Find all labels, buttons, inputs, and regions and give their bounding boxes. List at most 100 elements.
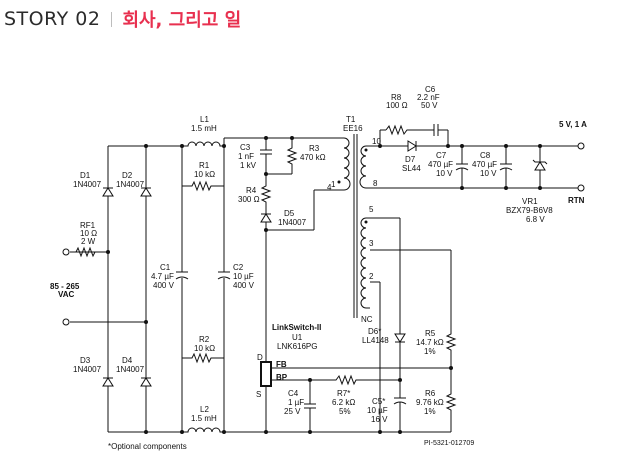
label-D1: D1 bbox=[80, 171, 91, 180]
label-C1-value: 4.7 µF bbox=[151, 272, 174, 281]
label-C4-value: 1 µF bbox=[288, 398, 304, 407]
label-D5-part: 1N4007 bbox=[278, 218, 307, 227]
controller-feedback: LinkSwitch-II U1 LNK616PG D FB BP S C4 1… bbox=[224, 218, 457, 434]
label-RF1-value: 10 Ω bbox=[80, 229, 97, 238]
label-L2: L2 bbox=[200, 405, 209, 414]
label-ac-range: 85 - 265 bbox=[50, 282, 80, 291]
clamp-network: C3 1 nF 1 kV R3 470 kΩ R4 300 Ω D5 1N400… bbox=[223, 136, 337, 362]
label-R3-value: 470 kΩ bbox=[300, 153, 326, 162]
label-R2-value: 10 kΩ bbox=[194, 344, 215, 353]
pin-2: 2 bbox=[369, 272, 374, 281]
diode-D4 bbox=[140, 377, 152, 387]
label-D4-part: 1N4007 bbox=[116, 365, 145, 374]
inductor-L1 bbox=[182, 141, 224, 147]
resistor-R7 bbox=[310, 374, 400, 386]
resistor-R1 bbox=[182, 180, 224, 192]
label-C4-voltage: 25 V bbox=[284, 407, 301, 416]
label-C3: C3 bbox=[240, 143, 251, 152]
label-L1-value: 1.5 mH bbox=[191, 124, 217, 133]
label-D6-part: LL4148 bbox=[362, 336, 389, 345]
pin-FB: FB bbox=[276, 360, 287, 369]
diode-D6 bbox=[394, 333, 406, 343]
footnote: *Optional components bbox=[108, 442, 187, 451]
label-C6: C6 bbox=[425, 85, 436, 94]
label-ac-unit: VAC bbox=[58, 290, 75, 299]
pin-3: 3 bbox=[369, 239, 374, 248]
label-R8: R8 bbox=[391, 93, 402, 102]
label-C1-voltage: 400 V bbox=[153, 281, 175, 290]
label-C8-voltage: 10 V bbox=[480, 169, 497, 178]
label-R1: R1 bbox=[199, 161, 210, 170]
document-id: PI-5321-012709 bbox=[424, 440, 474, 447]
label-D7: D7 bbox=[405, 155, 416, 164]
label-R4: R4 bbox=[246, 186, 257, 195]
label-T1: T1 bbox=[346, 115, 356, 124]
pin-nc: NC bbox=[361, 315, 373, 324]
label-R3: R3 bbox=[309, 144, 320, 153]
pin-S: S bbox=[256, 390, 261, 399]
label-R1-value: 10 kΩ bbox=[194, 170, 215, 179]
label-U1: U1 bbox=[292, 333, 303, 342]
label-C6-voltage: 50 V bbox=[421, 101, 438, 110]
resistor-R8 bbox=[385, 124, 420, 136]
label-R8-value: 100 Ω bbox=[386, 101, 408, 110]
diode-D7 bbox=[407, 140, 417, 152]
label-D1-part: 1N4007 bbox=[73, 180, 102, 189]
resistor-R2 bbox=[182, 352, 224, 364]
label-L2-value: 1.5 mH bbox=[191, 414, 217, 423]
pin-D: D bbox=[257, 353, 263, 362]
label-D2-part: 1N4007 bbox=[116, 180, 145, 189]
label-T1-core: EE16 bbox=[343, 124, 363, 133]
label-R6-tolerance: 1% bbox=[424, 407, 436, 416]
diode-D3 bbox=[102, 377, 114, 387]
label-C2: C2 bbox=[233, 263, 244, 272]
label-output-voltage: 5 V, 1 A bbox=[559, 120, 587, 129]
label-C5: C5* bbox=[372, 397, 385, 406]
label-D5: D5 bbox=[284, 209, 295, 218]
resistor-R5 bbox=[445, 250, 457, 368]
label-R7: R7* bbox=[337, 389, 350, 398]
transformer-T1: T1 EE16 1 4 10 8 5 3 2 NC bbox=[327, 115, 451, 432]
label-R2: R2 bbox=[199, 335, 210, 344]
secondary-output: R8 100 Ω C6 2.2 nF 50 V D7 SL44 C7 470 µ… bbox=[370, 85, 587, 224]
pin-5: 5 bbox=[369, 205, 374, 214]
resistor-R3 bbox=[286, 138, 298, 174]
ac-input: RF1 10 Ω 2 W 85 - 265 VAC bbox=[50, 221, 108, 326]
bridge-rectifier: D1 1N4007 D2 1N4007 D3 1N4007 D4 1N4007 bbox=[70, 144, 182, 434]
pin-8: 8 bbox=[373, 179, 378, 188]
label-C6-value: 2.2 nF bbox=[417, 93, 440, 102]
label-C7-voltage: 10 V bbox=[436, 169, 453, 178]
label-C7: C7 bbox=[436, 151, 447, 160]
zener-VR1 bbox=[534, 161, 546, 171]
label-R7-tolerance: 5% bbox=[339, 407, 351, 416]
label-C3-voltage: 1 kV bbox=[240, 161, 257, 170]
label-D3: D3 bbox=[80, 356, 91, 365]
label-C7-value: 470 µF bbox=[428, 160, 453, 169]
label-C4: C4 bbox=[288, 389, 299, 398]
resistor-RF1 bbox=[70, 246, 108, 258]
story-header: STORY 02 회사, 그리고 일 bbox=[4, 2, 241, 36]
label-ic-family: LinkSwitch-II bbox=[272, 323, 321, 332]
pi-filter: L1 1.5 mH L2 1.5 mH R1 10 kΩ R2 10 kΩ C1… bbox=[151, 115, 255, 434]
label-C5-voltage: 16 V bbox=[371, 415, 388, 424]
label-return: RTN bbox=[568, 196, 585, 205]
capacitor-C1 bbox=[175, 271, 189, 280]
resistor-R6 bbox=[445, 368, 457, 432]
label-D7-part: SL44 bbox=[402, 164, 421, 173]
label-D2: D2 bbox=[122, 171, 133, 180]
label-RF1-power: 2 W bbox=[81, 237, 96, 246]
diode-D1 bbox=[102, 187, 114, 197]
label-L1: L1 bbox=[200, 115, 209, 124]
label-C1: C1 bbox=[160, 263, 171, 272]
label-R7-value: 6.2 kΩ bbox=[332, 398, 355, 407]
capacitor-C2 bbox=[217, 271, 231, 280]
pin-BP: BP bbox=[276, 373, 288, 382]
label-C8: C8 bbox=[480, 151, 491, 160]
label-C8-value: 470 µF bbox=[472, 160, 497, 169]
label-VR1-part: BZX79-B6V8 bbox=[506, 206, 553, 215]
diode-D2 bbox=[140, 187, 152, 197]
label-C2-voltage: 400 V bbox=[233, 281, 255, 290]
label-VR1-voltage: 6.8 V bbox=[526, 215, 545, 224]
label-C2-value: 10 µF bbox=[233, 272, 254, 281]
pin-1: 1 bbox=[331, 180, 336, 189]
